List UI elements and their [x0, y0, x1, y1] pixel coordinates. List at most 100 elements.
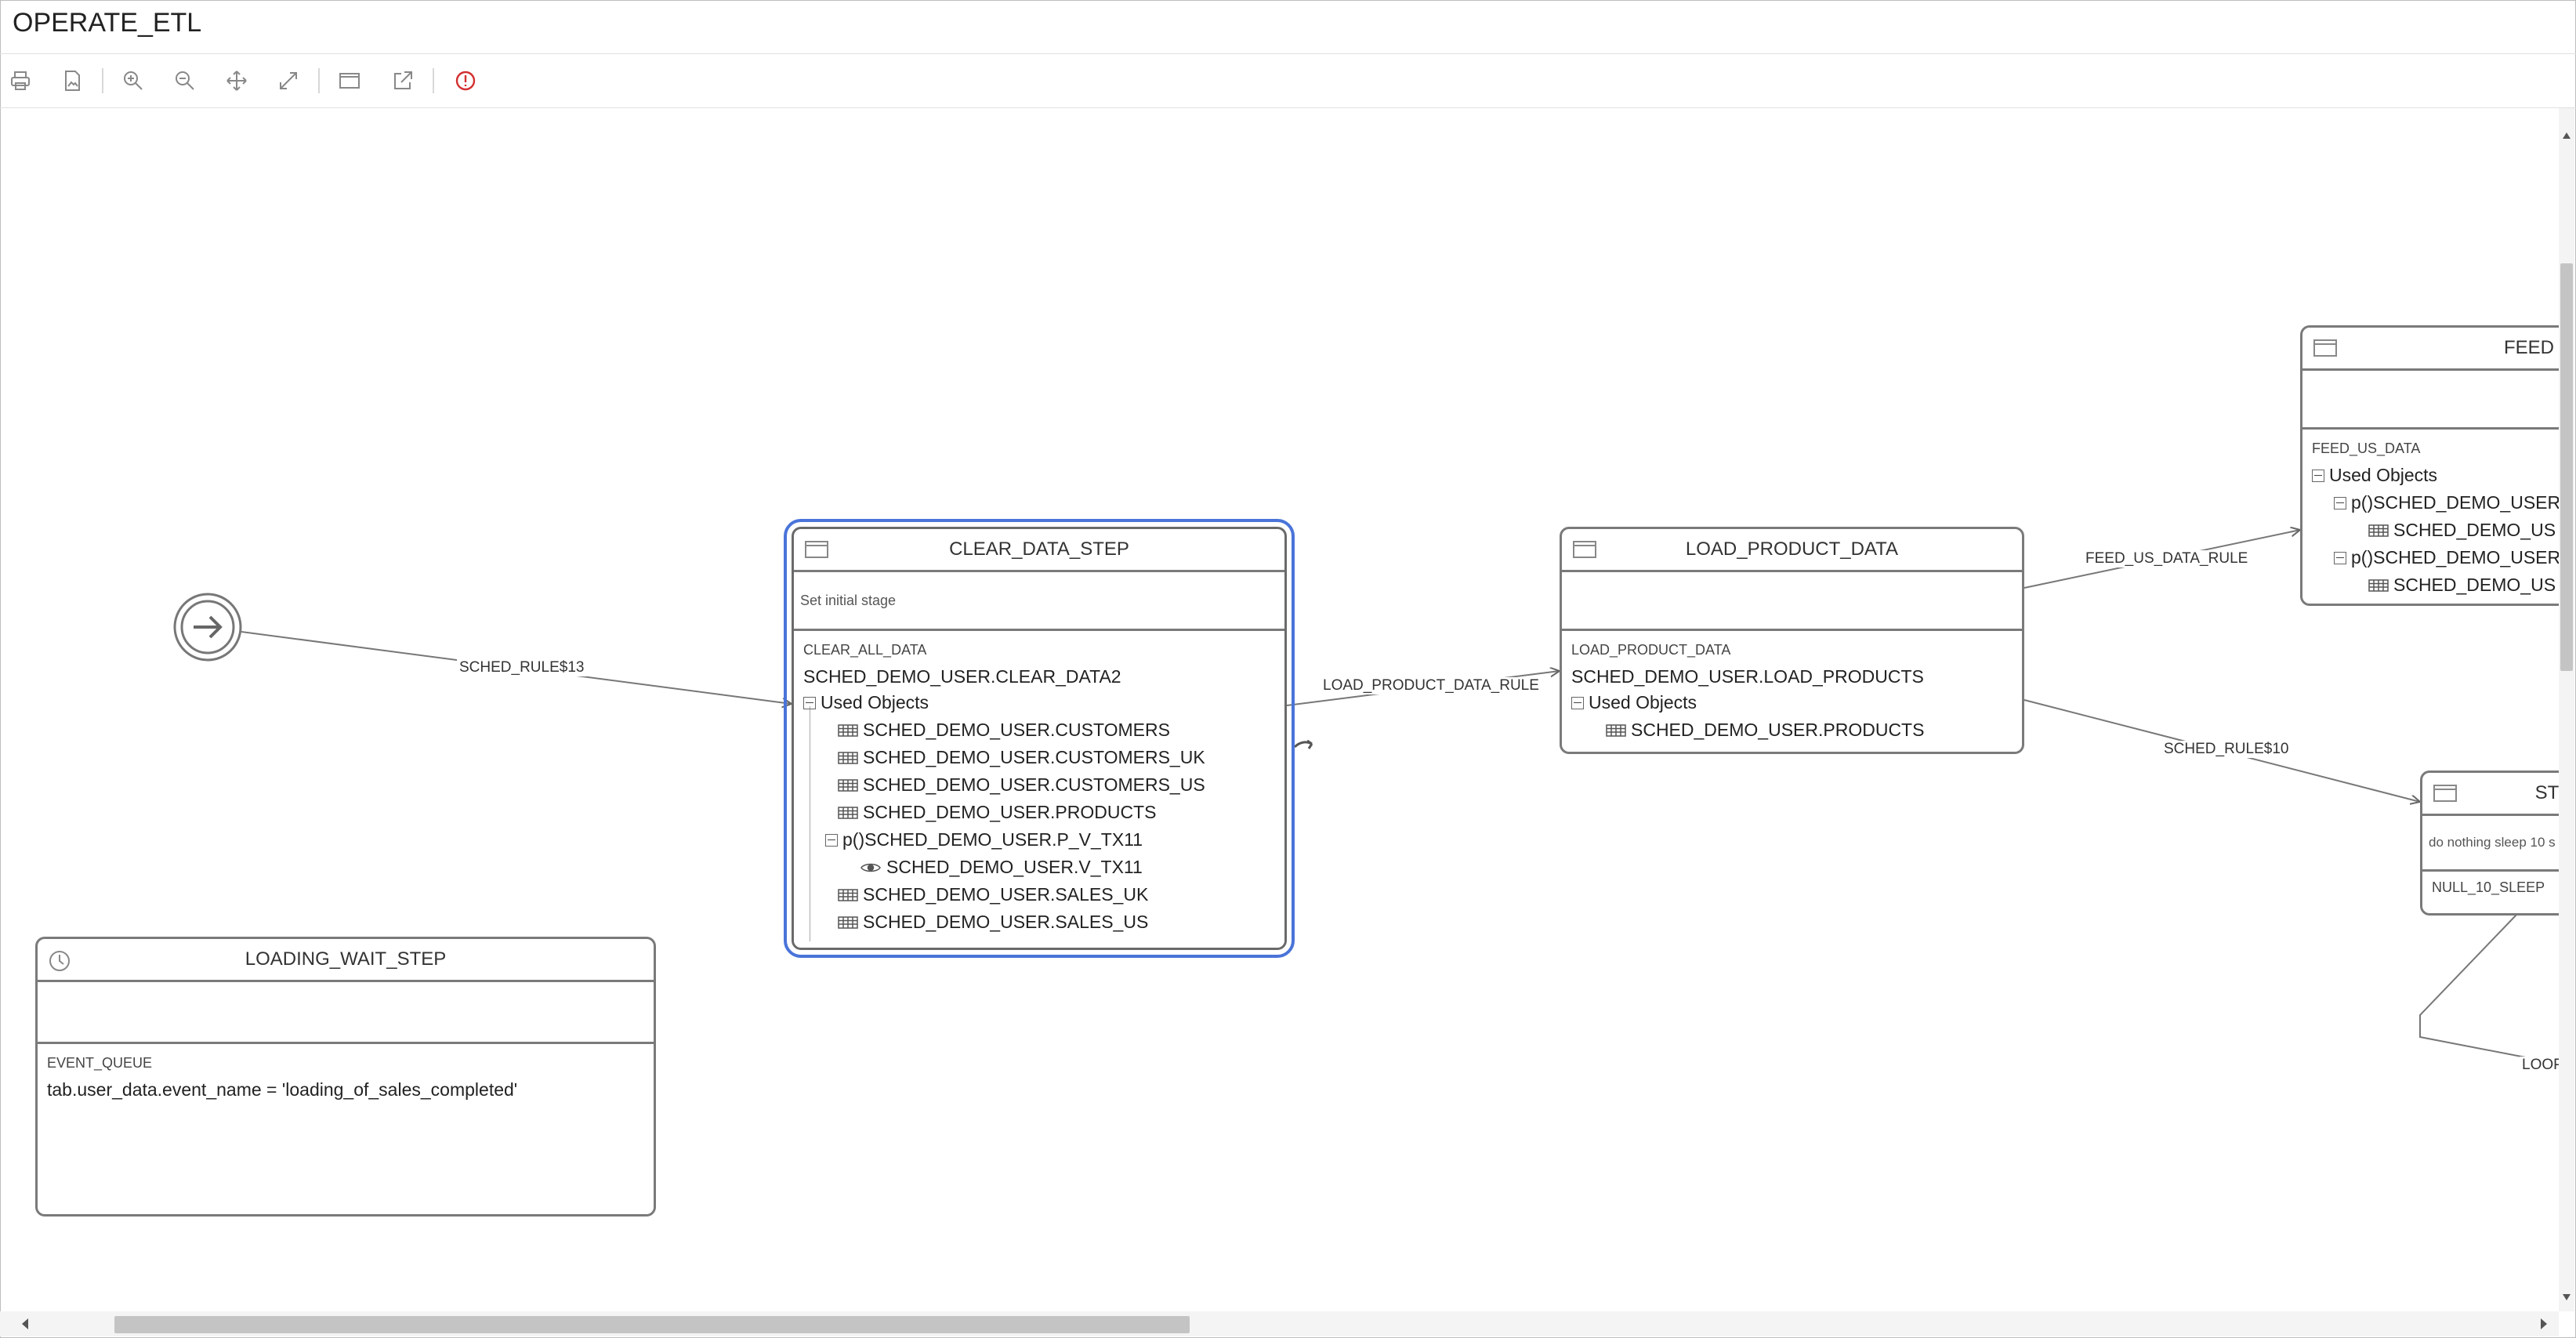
- procedure-icon: p(): [2351, 492, 2374, 513]
- used-objects-label: Used Objects: [1589, 692, 1697, 713]
- node-body: NULL_10_SLEEP: [2422, 872, 2559, 902]
- node-subtitle: EVENT_QUEUE: [47, 1055, 153, 1071]
- tree-item-products[interactable]: SCHED_DEMO_USER.PRODUCTS: [803, 799, 1275, 826]
- object-label: SCHED_DEMO_USER.CUSTOMERS: [863, 720, 1170, 740]
- vertical-scroll-thumb[interactable]: [2560, 263, 2573, 671]
- node-subtitle: LOAD_PRODUCT_DATA: [1571, 642, 1731, 658]
- fullscreen-button[interactable]: [273, 65, 304, 96]
- edge-loop[interactable]: [2419, 913, 2531, 1059]
- table-icon: [838, 806, 858, 819]
- node-body: FEED_US_DATA Used Objects p() SCHED_DEMO…: [2302, 430, 2559, 604]
- tree-item-proc[interactable]: p() SCHED_DEMO_USER.P_V_TX11: [803, 826, 1275, 854]
- connector-handle-icon[interactable]: [1293, 739, 1313, 749]
- scroll-down-icon[interactable]: [2562, 1293, 2571, 1301]
- node-description: Set initial stage: [794, 572, 1284, 631]
- tree-item-customers-uk[interactable]: SCHED_DEMO_USER.CUSTOMERS_UK: [803, 744, 1275, 771]
- window-icon: [339, 73, 360, 89]
- collapse-icon[interactable]: [2334, 551, 2346, 564]
- collapse-icon[interactable]: [803, 696, 816, 709]
- print-icon: [11, 71, 30, 90]
- object-label: SCHED_DEMO_USER.P_V_TX11: [864, 829, 1143, 850]
- node-description: do nothing sleep 10 s: [2422, 816, 2559, 872]
- export-image-icon: [65, 71, 80, 91]
- zoom-in-button[interactable]: [118, 65, 149, 96]
- edge-label-loop: LOOP: [2520, 1057, 2559, 1074]
- move-button[interactable]: [221, 65, 252, 96]
- tree-item-view[interactable]: SCHED_DEMO_USER.V_TX11: [803, 854, 1275, 881]
- horizontal-scroll-thumb[interactable]: [114, 1316, 1190, 1333]
- node-header: LOADING_WAIT_STEP: [38, 939, 654, 982]
- tree-item-table[interactable]: SCHED_DEMO_US: [2312, 571, 2559, 599]
- title-bar: OPERATE_ETL: [0, 0, 2576, 54]
- step-window-icon: [2433, 785, 2457, 802]
- node-procedure: SCHED_DEMO_USER.CLEAR_DATA2: [803, 666, 1121, 687]
- node-title: LOADING_WAIT_STEP: [245, 948, 447, 970]
- node-header: FEED: [2302, 328, 2559, 371]
- edge-label-load-product-data-rule: LOAD_PRODUCT_DATA_RULE: [1321, 677, 1542, 694]
- diagram-canvas[interactable]: SCHED_RULE$13 LOAD_PRODUCT_DATA_RULE FEE…: [0, 108, 2559, 1311]
- zoom-out-icon: [176, 71, 194, 90]
- tree-item-proc[interactable]: p() SCHED_DEMO_USER: [2312, 544, 2559, 571]
- used-objects-row[interactable]: Used Objects: [1571, 689, 2013, 716]
- tree-item-table[interactable]: SCHED_DEMO_US: [2312, 517, 2559, 544]
- node-feed-us-data[interactable]: FEED FEED_US_DATA Used Objects p() SCHED…: [2300, 325, 2559, 606]
- clock-icon: [49, 951, 70, 971]
- used-objects-row[interactable]: Used Objects: [2312, 462, 2559, 489]
- scroll-right-icon[interactable]: [2539, 1318, 2549, 1330]
- table-icon: [1606, 723, 1626, 737]
- node-subtitle: FEED_US_DATA: [2312, 441, 2421, 456]
- node-body: CLEAR_ALL_DATA SCHED_DEMO_USER.CLEAR_DAT…: [794, 631, 1284, 942]
- error-info-button[interactable]: [450, 65, 481, 96]
- tree-item-products[interactable]: SCHED_DEMO_USER.PRODUCTS: [1571, 716, 2013, 744]
- node-description: [2302, 371, 2559, 430]
- collapse-icon[interactable]: [2312, 469, 2324, 482]
- open-external-button[interactable]: [387, 65, 418, 96]
- tree-item-sales-uk[interactable]: SCHED_DEMO_USER.SALES_UK: [803, 881, 1275, 908]
- toolbar: [0, 54, 2576, 108]
- scroll-left-icon[interactable]: [20, 1318, 30, 1330]
- step-window-icon: [2313, 339, 2337, 357]
- table-icon: [838, 778, 858, 792]
- print-button[interactable]: [5, 65, 36, 96]
- node-loading-wait-step[interactable]: LOADING_WAIT_STEP EVENT_QUEUE tab.user_d…: [35, 937, 656, 1217]
- eye-icon: [860, 863, 881, 872]
- node-load-product-data[interactable]: LOAD_PRODUCT_DATA LOAD_PRODUCT_DATA SCHE…: [1560, 527, 2024, 754]
- tree-item-sales-us[interactable]: SCHED_DEMO_USER.SALES_US: [803, 908, 1275, 936]
- node-clear-data-step[interactable]: CLEAR_DATA_STEP Set initial stage CLEAR_…: [784, 519, 1295, 958]
- vertical-scrollbar[interactable]: [2559, 108, 2574, 1311]
- object-label: SCHED_DEMO_USER.SALES_UK: [863, 884, 1149, 905]
- object-label: SCHED_DEMO_USER.PRODUCTS: [863, 802, 1157, 822]
- tree-item-proc[interactable]: p() SCHED_DEMO_USER: [2312, 489, 2559, 517]
- node-subtitle: CLEAR_ALL_DATA: [803, 642, 927, 658]
- node-description: [38, 982, 654, 1044]
- edge-label-feed-us-data-rule: FEED_US_DATA_RULE: [2083, 550, 2251, 567]
- page-title: OPERATE_ETL: [13, 8, 202, 38]
- error-icon: [455, 71, 476, 91]
- object-label: SCHED_DEMO_USER.SALES_US: [863, 912, 1149, 932]
- external-link-icon: [394, 71, 412, 89]
- node-header: LOAD_PRODUCT_DATA: [1562, 529, 2022, 572]
- used-objects-row[interactable]: Used Objects: [803, 689, 1275, 716]
- used-objects-label: Used Objects: [821, 692, 929, 713]
- scroll-up-icon[interactable]: [2562, 132, 2571, 140]
- zoom-out-button[interactable]: [169, 65, 201, 96]
- toolbar-separator: [433, 68, 434, 93]
- expand-icon: [280, 72, 297, 89]
- collapse-icon[interactable]: [825, 833, 838, 847]
- export-image-button[interactable]: [56, 65, 88, 96]
- procedure-icon: p(): [2351, 547, 2374, 567]
- table-icon: [838, 916, 858, 929]
- collapse-icon[interactable]: [2334, 496, 2346, 509]
- collapse-icon[interactable]: [1571, 696, 1584, 709]
- panel-button[interactable]: [334, 65, 365, 96]
- node-sleep-step[interactable]: STEI do nothing sleep 10 s NULL_10_SLEEP: [2420, 771, 2559, 916]
- object-label: SCHED_DEMO_USER: [2373, 492, 2559, 513]
- node-title: LOAD_PRODUCT_DATA: [1685, 538, 1899, 560]
- horizontal-scrollbar[interactable]: [0, 1311, 2559, 1336]
- table-icon: [838, 723, 858, 737]
- node-title: STEI: [2534, 782, 2559, 803]
- tree-item-customers-us[interactable]: SCHED_DEMO_USER.CUSTOMERS_US: [803, 771, 1275, 799]
- node-title: FEED: [2503, 337, 2554, 358]
- node-header: STEI: [2422, 773, 2559, 816]
- tree-item-customers[interactable]: SCHED_DEMO_USER.CUSTOMERS: [803, 716, 1275, 744]
